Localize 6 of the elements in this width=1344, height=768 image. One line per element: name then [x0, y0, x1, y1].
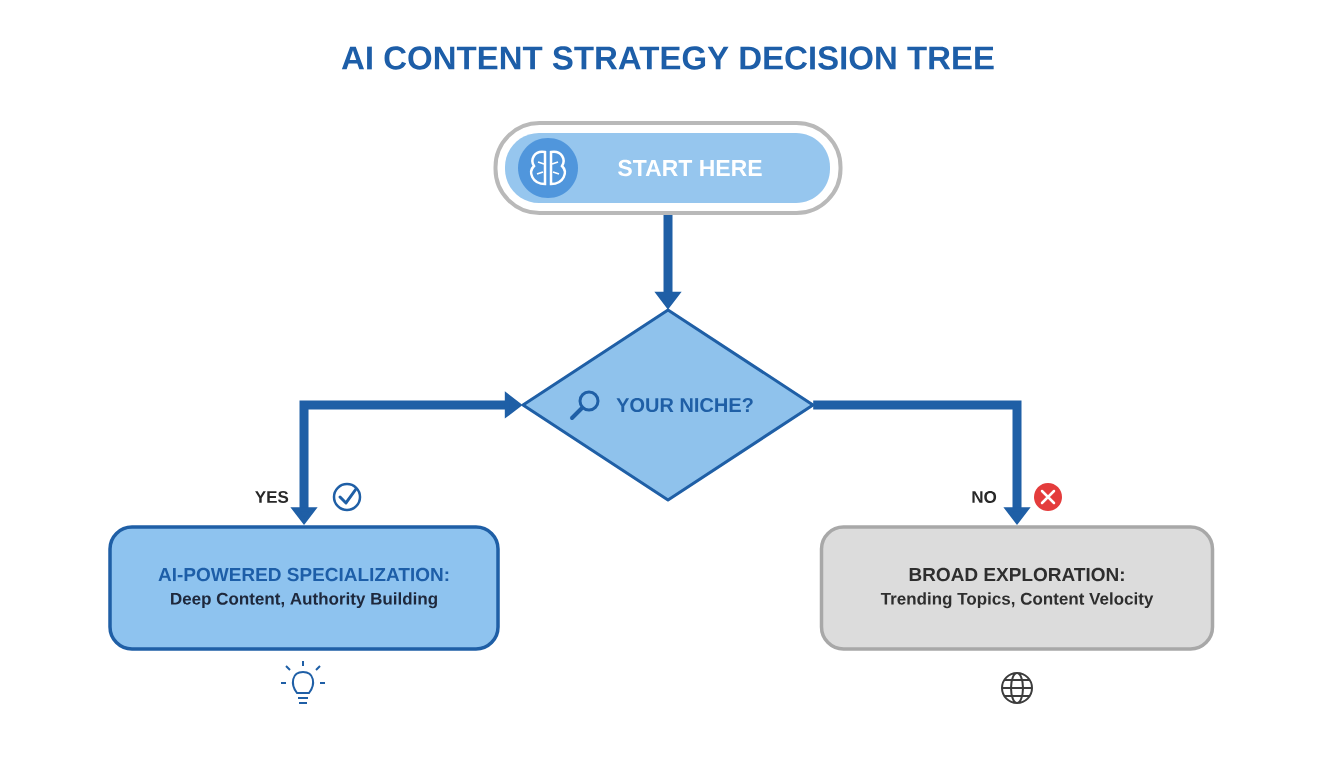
outcome-box: AI-POWERED SPECIALIZATION: Deep Content, Authority Building	[108, 525, 500, 651]
edge-label: NO	[969, 489, 999, 505]
title: AI CONTENT STRATEGY DECISION TREE	[341, 46, 994, 70]
edge-label: YES	[252, 489, 291, 505]
outcome-box: BROAD EXPLORATION: Trending Topics, Content Velocity	[819, 525, 1215, 651]
start-pill: START HERE	[493, 121, 843, 215]
